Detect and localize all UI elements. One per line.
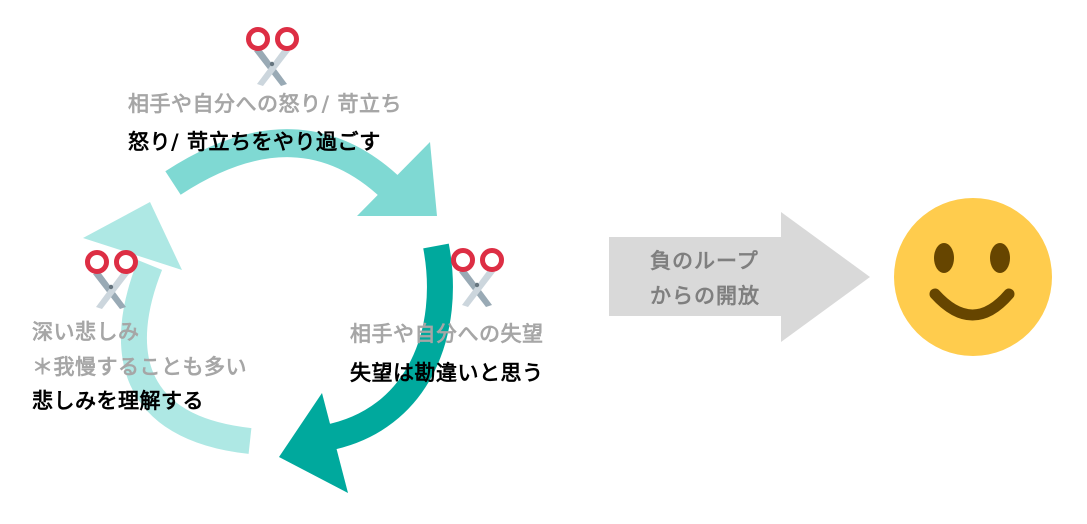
right-cause-text: 相手や自分への失望 xyxy=(350,322,544,346)
loop-arrowhead-right xyxy=(279,393,348,493)
left-cause-text: 深い悲しみ xyxy=(32,320,140,344)
loop-arc-right xyxy=(279,243,453,493)
result-arrow-label-line2: からの開放 xyxy=(650,284,760,308)
smiling-face-icon xyxy=(894,198,1052,356)
top-cause-text: 相手や自分への怒り/ 苛立ち xyxy=(128,92,402,116)
result-arrow xyxy=(609,212,870,342)
scissors-icon xyxy=(451,248,504,307)
loop-arc-top xyxy=(165,129,437,216)
scissors-icon xyxy=(246,27,299,86)
left-action-text: 悲しみを理解する xyxy=(32,389,204,413)
loop-arrowhead-left xyxy=(83,202,182,270)
top-action-text: 怒り/ 苛立ちをやり過ごす xyxy=(128,130,381,154)
loop-arrowhead-top xyxy=(357,142,437,216)
loop-arc-left xyxy=(83,202,252,454)
scissors-icon xyxy=(85,250,138,309)
left-cause-note: ＊我慢することも多い xyxy=(32,355,247,379)
result-arrow-label-line1: 負のループ xyxy=(650,249,759,273)
right-action-text: 失望は勘違いと思う xyxy=(350,361,544,385)
